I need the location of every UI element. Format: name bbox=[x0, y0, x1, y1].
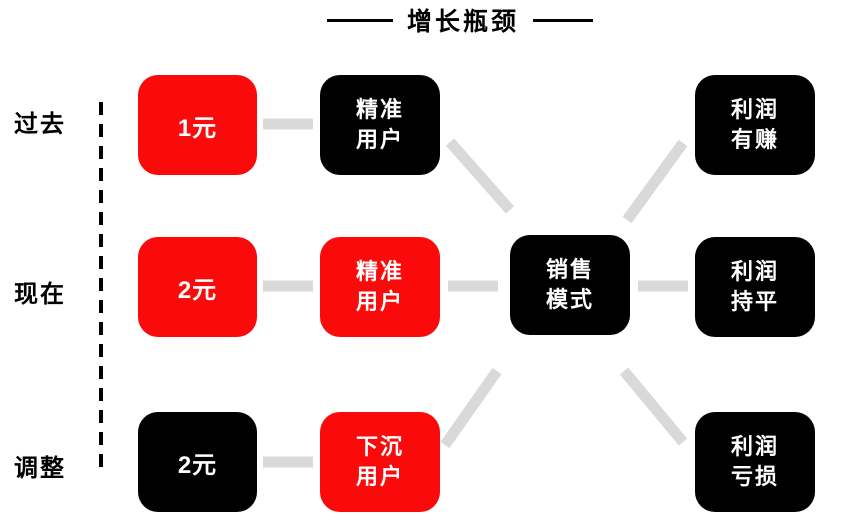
node-center-line2: 模式 bbox=[545, 287, 594, 312]
node-adjust-profit-line2: 亏损 bbox=[730, 464, 779, 489]
node-now-user: 精准 用户 bbox=[320, 237, 440, 337]
node-now-user-line2: 用户 bbox=[355, 289, 404, 314]
node-past-profit-line2: 有赚 bbox=[730, 127, 779, 152]
node-adjust-profit-line1: 利润 bbox=[730, 434, 779, 459]
diagram-title-group: 增长瓶颈 bbox=[39, 2, 842, 38]
row-label-now: 现在 bbox=[14, 281, 66, 308]
title-left-rule bbox=[326, 18, 393, 22]
connector-adjust-user-center bbox=[440, 367, 502, 449]
title-right-rule bbox=[533, 18, 593, 22]
connector-center-past-profit bbox=[622, 139, 688, 224]
node-adjust-cost: 2元 bbox=[138, 412, 257, 512]
row-label-past: 过去 bbox=[14, 111, 66, 138]
node-past-user-line1: 精准 bbox=[355, 97, 404, 122]
node-past-cost-label: 1元 bbox=[177, 114, 218, 142]
node-past-user-line2: 用户 bbox=[355, 127, 404, 152]
node-past-profit: 利润 有赚 bbox=[695, 75, 815, 175]
node-past-cost: 1元 bbox=[138, 75, 257, 175]
node-sales-model-center: 销售 模式 bbox=[510, 235, 630, 335]
node-now-profit-line2: 持平 bbox=[730, 289, 779, 314]
diagram-title: 增长瓶颈 bbox=[406, 8, 519, 36]
node-center-line1: 销售 bbox=[545, 257, 594, 282]
node-adjust-cost-label: 2元 bbox=[177, 451, 218, 479]
node-now-profit-line1: 利润 bbox=[730, 259, 779, 284]
connector-past-user-center bbox=[445, 138, 515, 214]
node-adjust-user-line2: 用户 bbox=[355, 464, 404, 489]
node-now-profit: 利润 持平 bbox=[695, 237, 815, 337]
row-label-adjust: 调整 bbox=[14, 455, 66, 482]
node-past-user: 精准 用户 bbox=[320, 75, 440, 175]
connector-center-adjust-profit bbox=[619, 367, 688, 446]
node-adjust-profit: 利润 亏损 bbox=[695, 412, 815, 512]
node-past-profit-line1: 利润 bbox=[730, 97, 779, 122]
node-adjust-user: 下沉 用户 bbox=[320, 412, 440, 512]
node-adjust-user-line1: 下沉 bbox=[355, 434, 404, 459]
node-now-cost: 2元 bbox=[138, 237, 257, 337]
node-now-user-line1: 精准 bbox=[355, 259, 404, 284]
node-now-cost-label: 2元 bbox=[177, 276, 218, 304]
